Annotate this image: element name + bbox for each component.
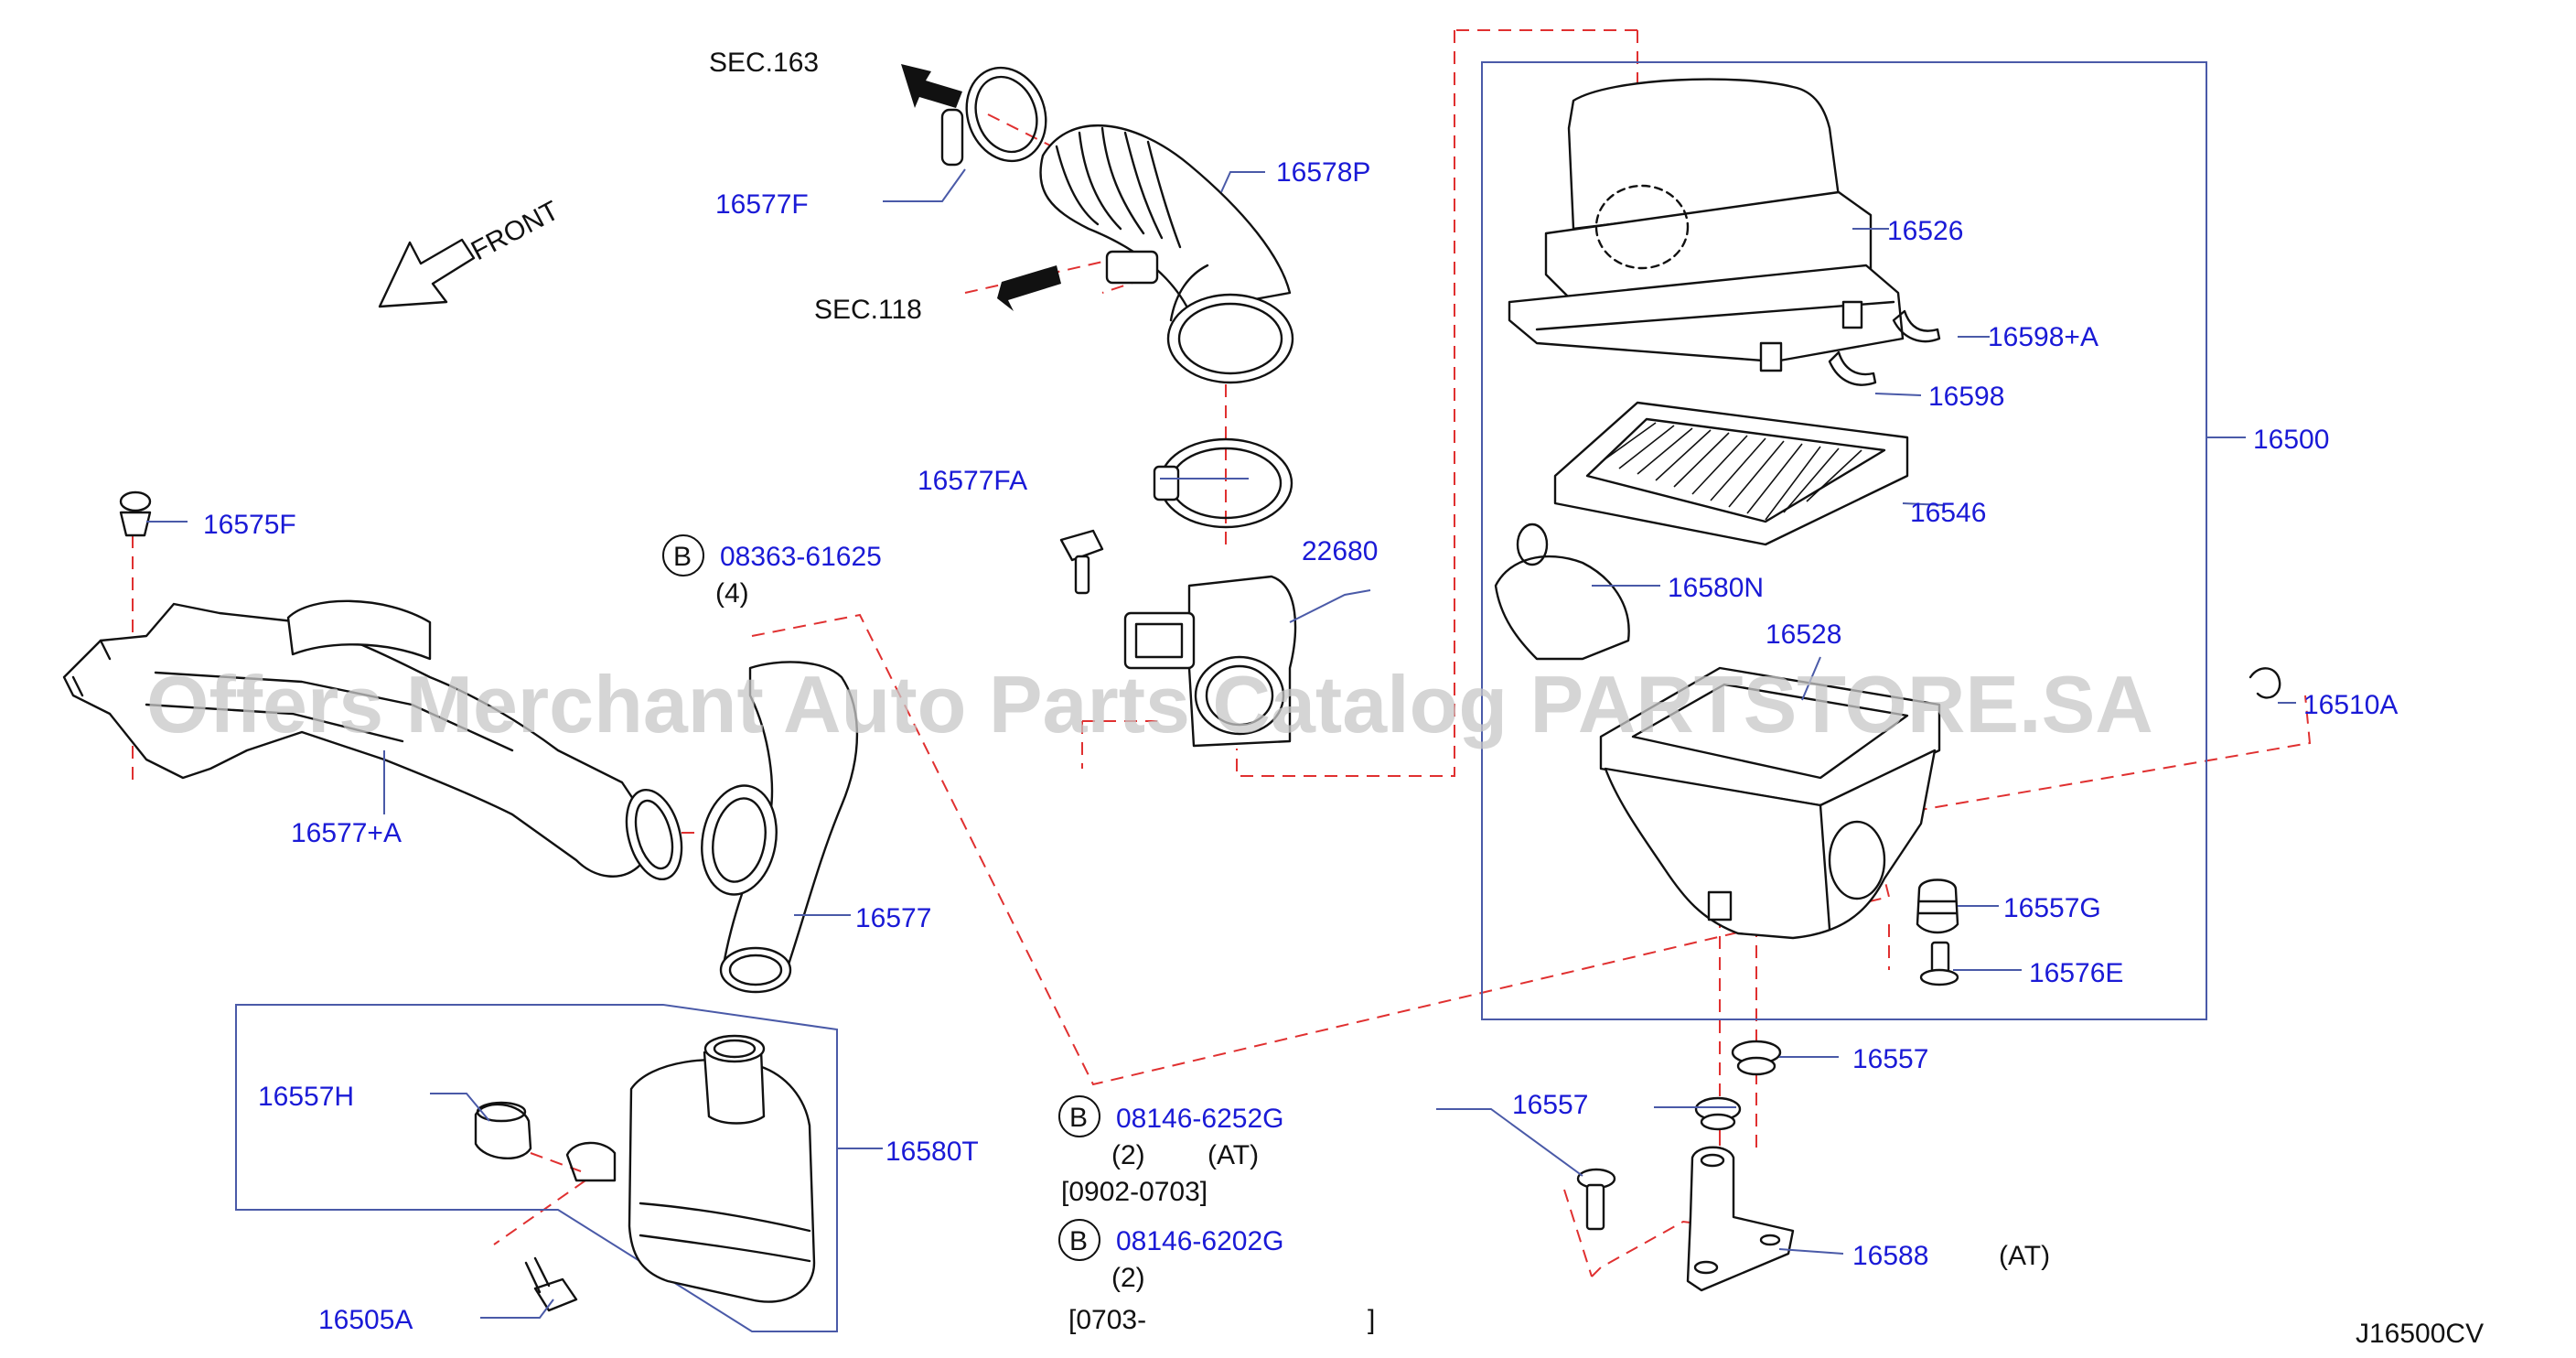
part-16557-upper[interactable]: 16557 xyxy=(1852,1044,1928,1074)
part-16500[interactable]: 16500 xyxy=(2253,425,2329,455)
diagram-code: J16500CV xyxy=(2356,1319,2484,1349)
part-16577A[interactable]: 16577+A xyxy=(291,818,402,848)
note-16588: (AT) xyxy=(1999,1241,2050,1271)
b-marker-circle xyxy=(1058,1095,1100,1137)
rubber-16557H-drawing xyxy=(474,1101,532,1160)
bolt-16576E-drawing xyxy=(1919,941,1959,986)
hose-16578P-drawing xyxy=(1039,124,1294,384)
part-16557H[interactable]: 16557H xyxy=(258,1082,354,1112)
range-08146-6252G: [0902-0703] xyxy=(1061,1177,1208,1207)
sec163-arrow-icon xyxy=(901,64,962,108)
leader-lines xyxy=(146,168,2296,1319)
part-16580T[interactable]: 16580T xyxy=(886,1137,979,1167)
clip-16510A-drawing xyxy=(2249,667,2281,699)
part-16588[interactable]: 16588 xyxy=(1852,1241,1928,1271)
bolt-08363-drawing xyxy=(1059,529,1104,595)
front-arrow-icon xyxy=(378,238,476,308)
bracket-16588-drawing xyxy=(1686,1146,1795,1292)
mount-16557-drawing xyxy=(1694,1040,1782,1131)
b-marker-label: B xyxy=(673,542,692,572)
part-16577FA[interactable]: 16577FA xyxy=(918,466,1027,496)
clip-16575F-drawing xyxy=(119,490,152,537)
sec118-arrow-icon xyxy=(997,265,1061,311)
watermark: Offers Merchant Auto Parts Catalog PARTS… xyxy=(146,659,2153,749)
clamp-16577FA-drawing xyxy=(1153,437,1293,529)
part-16576E[interactable]: 16576E xyxy=(2029,958,2123,988)
air-cleaner-cover-16526-drawing xyxy=(1508,78,1905,372)
clamp-16577F-drawing xyxy=(940,66,1047,167)
inlet-duct-16577A-drawing xyxy=(62,599,683,881)
part-16578P[interactable]: 16578P xyxy=(1276,157,1370,188)
assembly-boxes xyxy=(235,61,2207,1332)
label-sec118[interactable]: SEC.118 xyxy=(814,295,922,325)
part-16546[interactable]: 16546 xyxy=(1910,498,1986,528)
qty-08146-6252G: (2) xyxy=(1111,1140,1145,1170)
clips-16598-drawing xyxy=(1828,309,1941,386)
b-marker-circle xyxy=(662,534,704,577)
bolt-08146-drawing xyxy=(1576,1168,1616,1231)
b-marker-circle xyxy=(1058,1219,1100,1261)
b-markers xyxy=(662,534,1100,1261)
part-16580N[interactable]: 16580N xyxy=(1668,573,1764,603)
lower-case-16528-drawing xyxy=(1599,666,1941,940)
part-16505A[interactable]: 16505A xyxy=(318,1305,413,1335)
range-end-08146-6202G: ] xyxy=(1368,1305,1375,1335)
bolt-16505A-drawing xyxy=(524,1256,578,1312)
label-front: FRONT xyxy=(467,196,564,267)
part-16526[interactable]: 16526 xyxy=(1887,216,1963,246)
part-16598[interactable]: 16598 xyxy=(1928,382,2004,412)
airflow-meter-22680-drawing xyxy=(1123,575,1297,748)
b-marker-label: B xyxy=(1069,1226,1088,1256)
part-08363-61625[interactable]: 08363-61625 xyxy=(720,542,882,572)
resonator-box xyxy=(235,1004,838,1332)
part-16528[interactable]: 16528 xyxy=(1766,620,1841,650)
part-08146-6252G[interactable]: 08146-6252G xyxy=(1116,1104,1284,1134)
label-sec163[interactable]: SEC.163 xyxy=(709,48,819,78)
part-16577[interactable]: 16577 xyxy=(855,903,931,933)
air-cleaner-assembly-box xyxy=(1481,61,2207,1020)
resonator-16580T-drawing xyxy=(565,1034,816,1303)
part-16557G[interactable]: 16557G xyxy=(2003,893,2101,923)
b-marker-label: B xyxy=(1069,1103,1088,1133)
direction-arrows xyxy=(378,64,1061,311)
duct-16577-drawing xyxy=(701,661,859,994)
grommet-16557G-drawing xyxy=(1916,878,1959,934)
part-16598A[interactable]: 16598+A xyxy=(1988,322,2098,352)
filter-element-16546-drawing xyxy=(1553,401,1909,546)
part-22680[interactable]: 22680 xyxy=(1302,536,1378,566)
qty-08363-61625: (4) xyxy=(715,578,749,609)
part-16510A[interactable]: 16510A xyxy=(2303,690,2398,720)
duct-16580N-drawing xyxy=(1494,523,1630,661)
note-08146-6252G: (AT) xyxy=(1208,1140,1259,1170)
part-08146-6202G[interactable]: 08146-6202G xyxy=(1116,1226,1284,1256)
part-16557-lower[interactable]: 16557 xyxy=(1512,1090,1588,1120)
qty-08146-6202G: (2) xyxy=(1111,1263,1145,1293)
part-16575F[interactable]: 16575F xyxy=(203,510,296,540)
range-start-08146-6202G: [0703- xyxy=(1068,1305,1146,1335)
part-16577F[interactable]: 16577F xyxy=(715,189,809,220)
